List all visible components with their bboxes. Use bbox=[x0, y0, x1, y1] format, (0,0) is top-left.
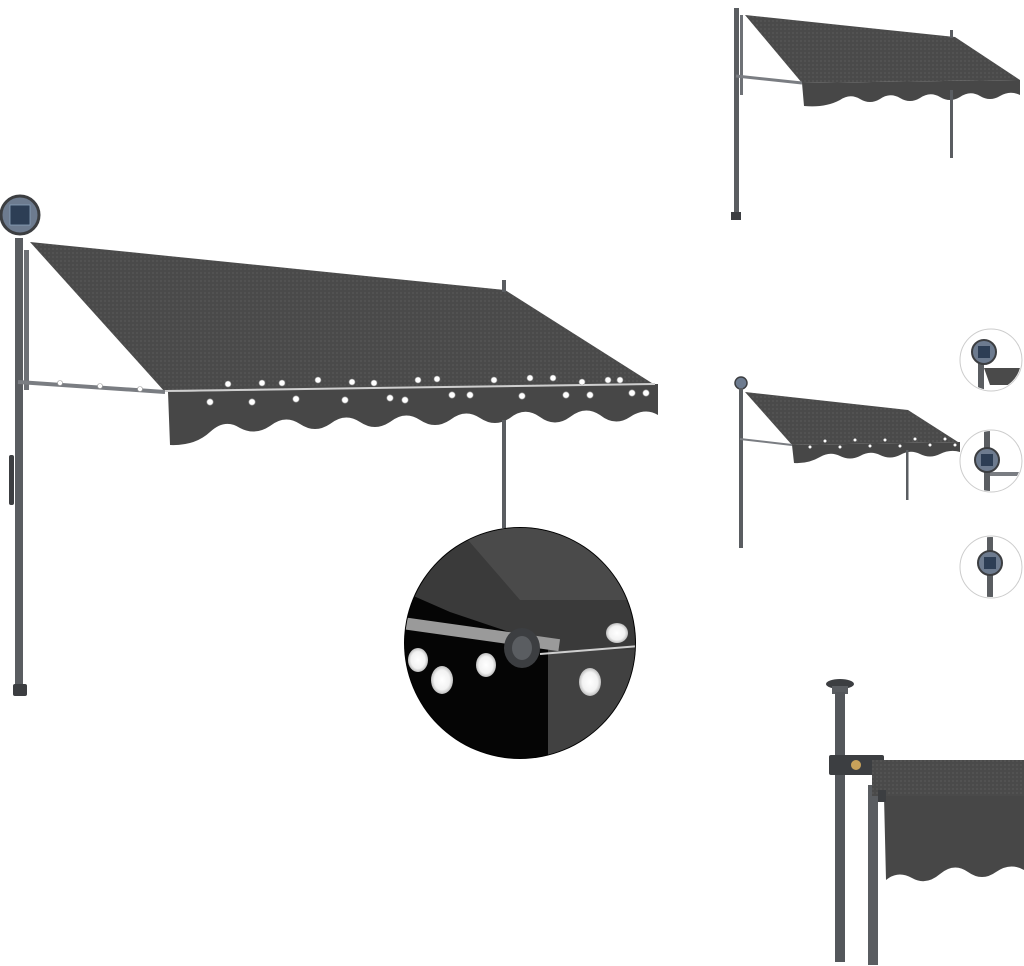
awning-with-lights-small bbox=[734, 376, 960, 548]
main-pole-inner bbox=[24, 250, 29, 390]
bracket-detail-closeup bbox=[826, 679, 1024, 965]
solar-panel-cells bbox=[9, 204, 31, 226]
main-pole-foot bbox=[13, 684, 27, 696]
main-led-string bbox=[57, 374, 650, 406]
main-awning-fabric bbox=[30, 242, 655, 392]
main-crank-handle bbox=[9, 455, 14, 505]
led-light-detail-closeup bbox=[404, 527, 636, 759]
solar-panel-detail-2 bbox=[959, 429, 1023, 493]
main-left-pole bbox=[15, 238, 23, 688]
main-awning-with-led-lights bbox=[0, 194, 658, 696]
solar-panel-detail-1 bbox=[959, 328, 1023, 392]
main-right-post bbox=[502, 420, 506, 528]
awning-without-lights bbox=[731, 8, 1020, 220]
main-awning-valance bbox=[168, 384, 658, 446]
main-support-arm bbox=[17, 380, 166, 394]
solar-panel-detail-3 bbox=[959, 535, 1023, 599]
main-right-post-top bbox=[502, 280, 506, 292]
main-front-bar bbox=[164, 383, 656, 392]
